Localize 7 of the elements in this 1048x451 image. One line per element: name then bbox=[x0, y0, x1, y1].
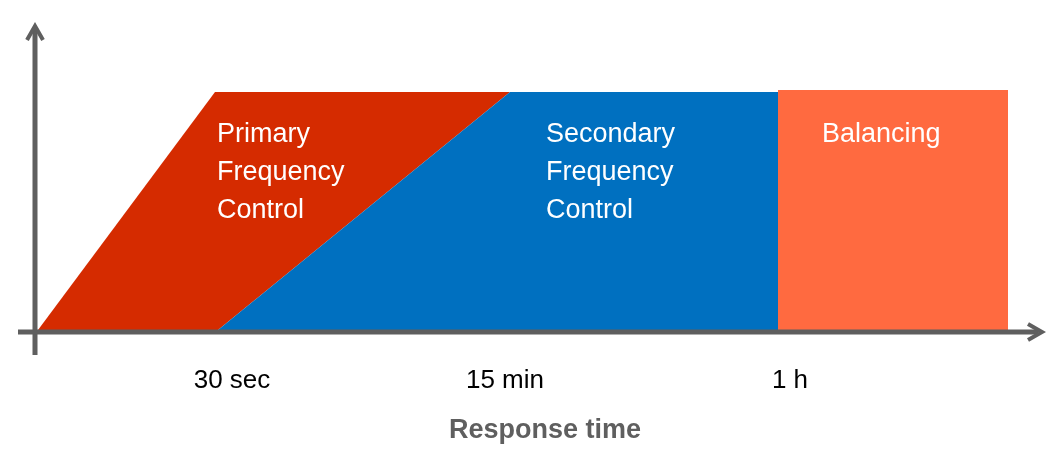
band-label: Balancing bbox=[822, 117, 942, 150]
band-label: Primary Frequency Control bbox=[217, 117, 346, 226]
tick-label: 15 min bbox=[466, 364, 544, 395]
band-label: Secondary Frequency Control bbox=[546, 117, 677, 226]
tick-label: 1 h bbox=[771, 364, 809, 395]
tick-label: 30 sec bbox=[193, 364, 271, 395]
axis-title: Response time bbox=[448, 414, 642, 445]
